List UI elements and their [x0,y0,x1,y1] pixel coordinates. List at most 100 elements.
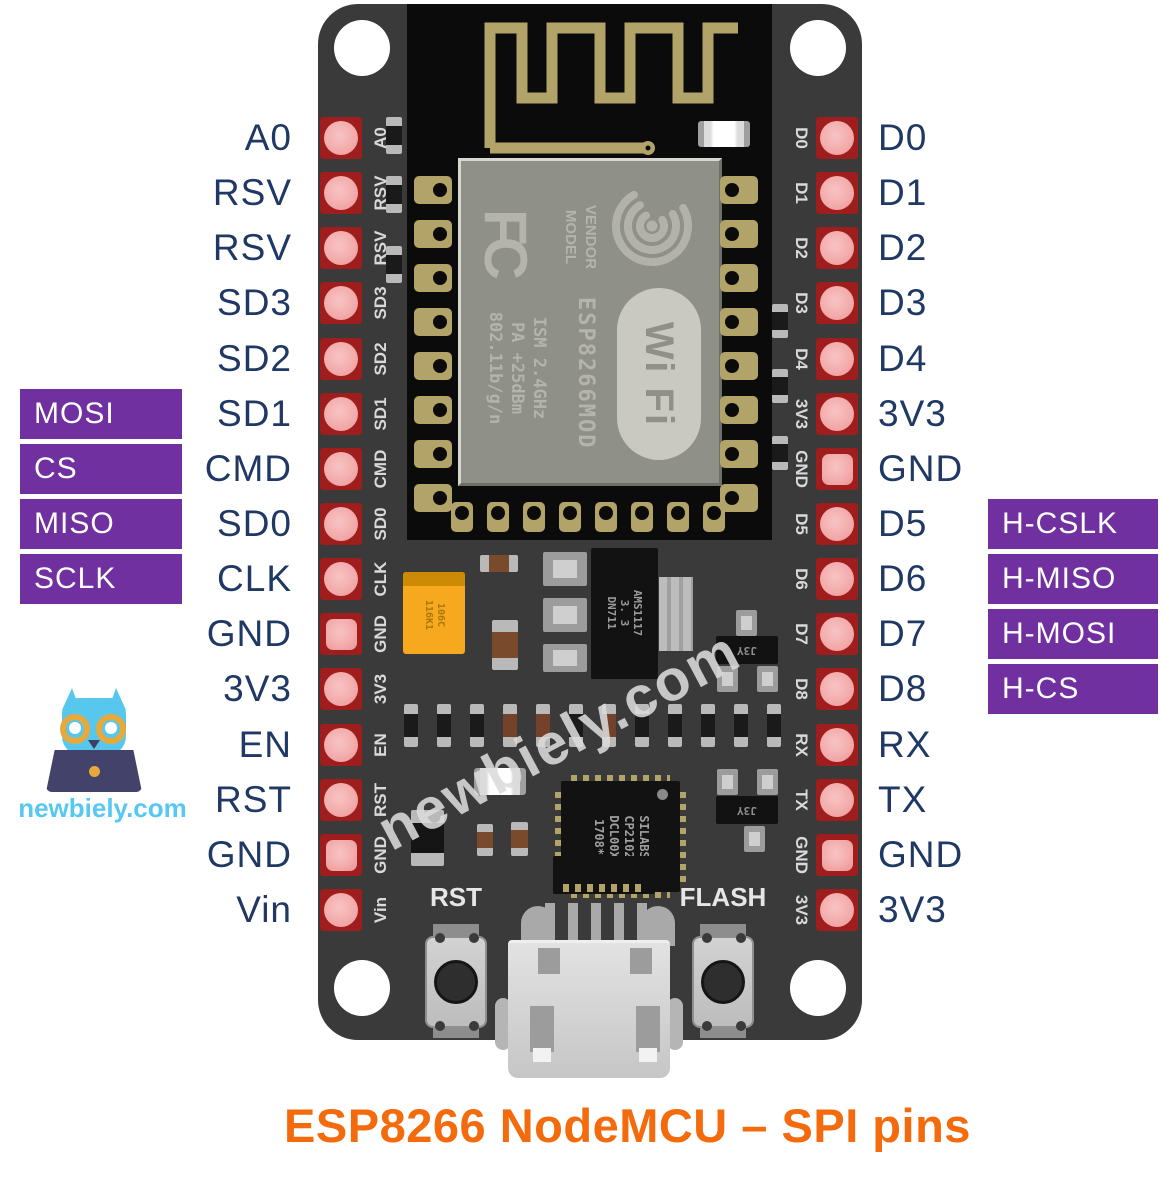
pin-pad-right-d5 [816,503,858,545]
smd-resistor [635,704,649,747]
usb-latch-bar [636,1006,660,1052]
pin-label-left-gnd: GND [206,613,292,654]
owl-eye [105,722,117,734]
solder-pad [717,769,738,795]
cap-line: 106C [435,602,446,628]
regulator-tab [659,577,693,651]
chip-pins [571,775,670,782]
pin-pad-right-d0 [816,117,858,159]
solder-pad [736,610,757,636]
smd-resistor [668,704,682,747]
pin-label-right-d0: D0 [878,117,928,158]
wifi-swirl-logo [612,190,692,266]
spec-line: 802.11b/g/n [485,311,505,425]
smd-resistor [772,369,788,403]
pin-pad-left-sd1 [320,393,362,435]
pin-label-right-d1: D1 [878,172,928,213]
pin-label-left-sd0: SD0 [217,503,292,544]
module-pad [451,502,473,532]
pin-label-left-3v3: 3V3 [223,668,292,709]
pin-label-left-sd3: SD3 [217,282,292,323]
owl-beak [88,740,100,749]
module-pad [720,396,758,424]
pin-pad-right-d8 [816,668,858,710]
module-pad [720,484,758,512]
diode [411,810,444,866]
smd-capacitor [492,620,518,670]
module-pad [720,176,758,204]
usb-pin [568,903,578,945]
spec-line: PA +25dBm [507,321,527,415]
spi-box-h-cs: H-CS [988,664,1158,714]
pin-label-right-d7: D7 [878,613,928,654]
chip-pins [679,791,686,882]
regulator-line: AMS1117 [631,589,644,637]
spi-box-sclk: SCLK [20,554,182,604]
smd-resistor [386,246,402,283]
module-pad [595,502,617,532]
capacitor-marking: 106C 116K1 [422,585,446,645]
module-pad [720,308,758,336]
solder-pad [543,644,587,672]
pin-label-left-rsv: RSV [212,172,292,213]
mounting-hole [334,20,390,76]
mounting-hole [334,960,390,1016]
pin-pad-right-d7 [816,613,858,655]
pin-label-right-3v3: 3V3 [878,889,947,930]
smd-resistor [767,704,781,747]
smd-resistor [569,704,583,747]
module-pad [559,502,581,532]
pin-pad-left-sd3 [320,282,362,324]
spec-line: ISM 2.4GHz [529,316,549,420]
solder-pad [717,666,738,692]
pin-pad-left-gnd [320,613,362,655]
smd-resistor [701,704,715,747]
pin-label-right-d8: D8 [878,668,928,709]
pin-label-left-rst: RST [215,779,292,820]
flash-button [692,933,754,1031]
mounting-hole [790,20,846,76]
wifi-antenna-trace [484,22,738,155]
cap-line: 116K1 [423,599,434,631]
module-pad [414,396,452,424]
spi-box-cs: CS [20,444,182,494]
module-pad [414,440,452,468]
page-title: ESP8266 NodeMCU – SPI pins [284,1099,971,1152]
pin-pad-left-vin [320,889,362,931]
pin-label-right-d6: D6 [878,558,928,599]
pin-pad-left-a0 [320,117,362,159]
chip-pins [571,891,670,898]
smd-resistor [404,704,418,747]
smd-capacitor [477,824,493,856]
solder-pad [757,666,778,692]
usb-latch-bar [530,1006,554,1052]
pin-pad-right-d4 [816,338,858,380]
pin-label-right-gnd: GND [878,834,964,875]
usb-latch-tip [639,1048,657,1062]
pin-label-right-tx: TX [878,779,928,820]
owl-glasses-left [60,714,90,744]
smd-capacitor [480,555,518,572]
pin-pad-right-tx [816,779,858,821]
usb-pin [591,903,601,945]
usb-pin [637,903,647,945]
capacitor-polarity-stripe [403,572,465,586]
logo-text: newbiely.com [18,793,187,823]
module-cert-text: VENDOR MODEL [560,177,600,297]
pin-pad-right-gnd [816,834,858,876]
pin-pad-right-d1 [816,172,858,214]
smd-capacitor [511,822,528,856]
usb-contacts [563,884,645,892]
module-pad [720,264,758,292]
pin-label-right-3v3: 3V3 [878,393,947,434]
spi-box-h-cslk: H-CSLK [988,499,1158,549]
pin-pad-right-rx [816,724,858,766]
smd-resistor [772,436,788,470]
fcc-logo: FC [472,209,539,271]
pin-pad-right-3v3 [816,889,858,931]
pin-pad-right-d2 [816,227,858,269]
silkscreen-right-3v3: 3V3 [792,894,811,926]
pin-pad-left-sd2 [320,338,362,380]
chip-pins [555,791,562,882]
pin-pad-left-rsv [320,172,362,214]
